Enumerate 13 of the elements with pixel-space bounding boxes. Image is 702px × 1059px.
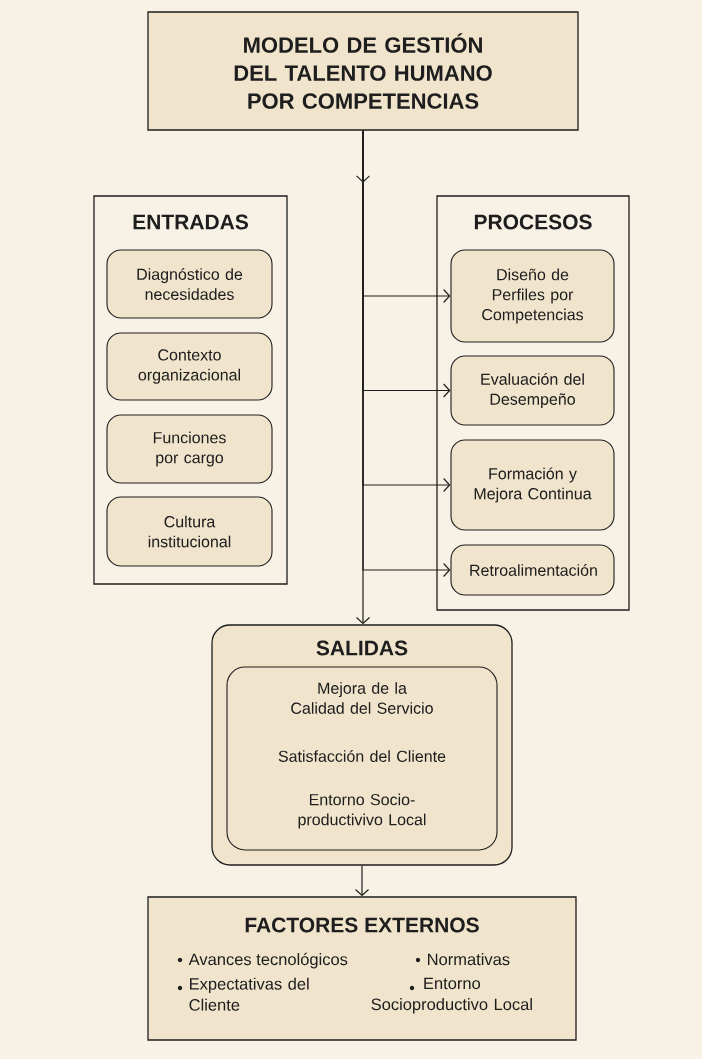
- rounded-box: Diseño de Perfiles por Competencias: [450, 249, 615, 343]
- branch-arrow: [362, 130, 451, 578]
- rounded-box: Formación y Mejora Continua: [450, 439, 615, 531]
- rounded-box: Evaluación del Desempeño: [450, 355, 615, 426]
- title-box: MODELO DE GESTIÓN DEL TALENTO HUMANO POR COMPETENCIAS: [147, 11, 579, 131]
- factors-box: FACTORES EXTERNOS Avances tecnológicos Normativas Expectativas del Cliente Entorno Socioproductivo Local: [147, 896, 577, 1041]
- result-box: Mejora de la Calidad del Servicio Satisfacción del Cliente Entorno Socio-productivivo Local: [226, 666, 498, 851]
- rounded-box: Contexto organizacional: [106, 332, 273, 401]
- rounded-box: Cultura institucional: [106, 496, 273, 567]
- arrow: [354, 865, 370, 897]
- rounded-box: Retroalimentación: [450, 544, 615, 596]
- rounded-box: Diagnóstico de necesidades: [106, 249, 273, 319]
- rounded-box: Funciones por cargo: [106, 414, 273, 484]
